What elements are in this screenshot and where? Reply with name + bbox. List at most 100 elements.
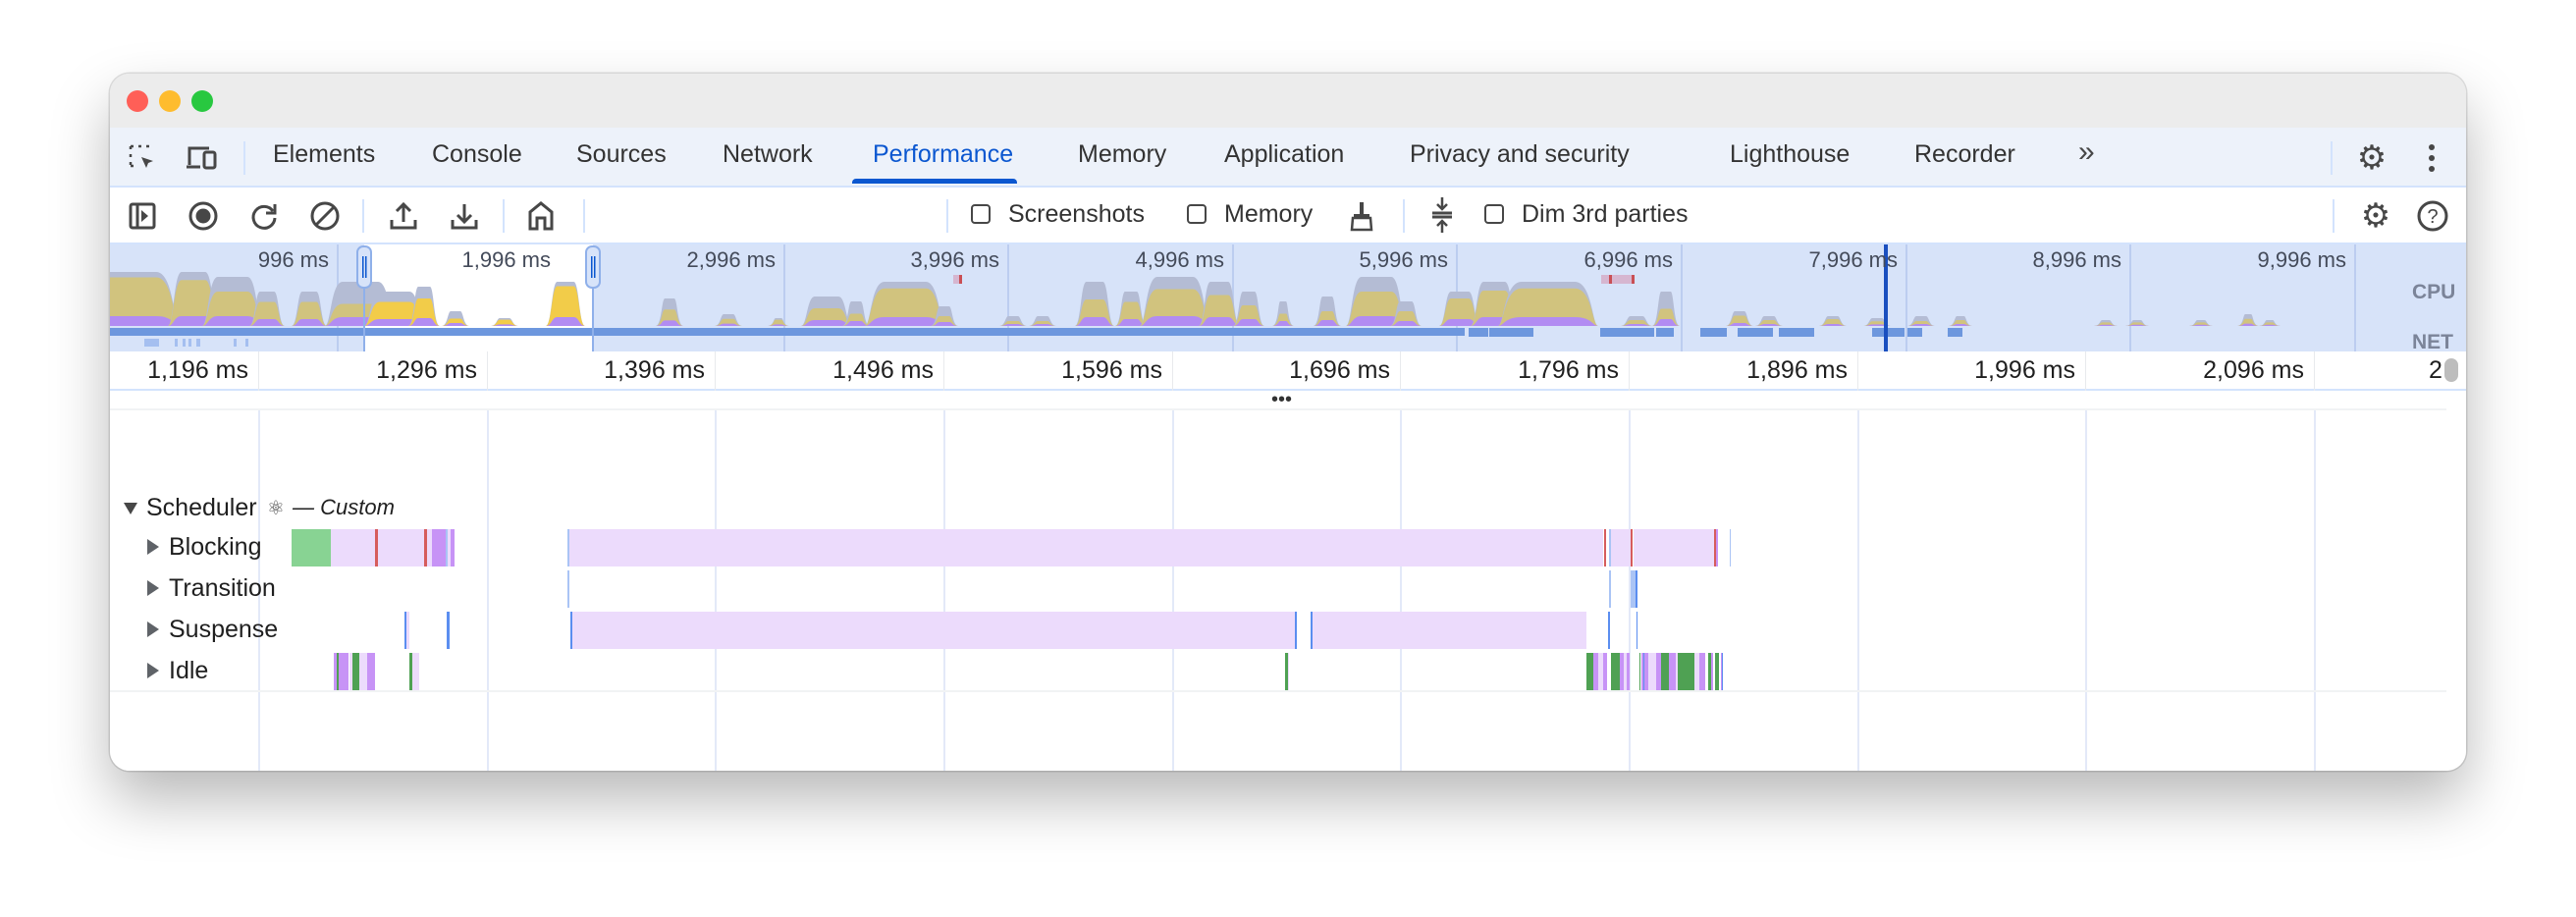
transition-event-bar[interactable] (567, 570, 569, 608)
suspense-event-bar[interactable] (447, 612, 450, 649)
minimize-window-button[interactable] (159, 90, 181, 112)
net-bar (1779, 328, 1814, 337)
idle-event-bar[interactable] (1586, 653, 1593, 690)
blocking-event-bar[interactable] (292, 529, 331, 566)
tab-memory[interactable]: Memory (1078, 140, 1166, 169)
blocking-event-bar[interactable] (1716, 529, 1718, 566)
idle-event-bar[interactable] (409, 653, 412, 690)
overview-grid-line (2354, 244, 2356, 351)
close-window-button[interactable] (127, 90, 148, 112)
net-bar (1600, 328, 1654, 337)
tab-privacy-and-security[interactable]: Privacy and security (1410, 140, 1630, 169)
blocking-event-bar[interactable] (451, 529, 455, 566)
idle-event-bar[interactable] (1288, 653, 1289, 690)
load-profile-upload-icon[interactable] (387, 199, 420, 233)
settings-gear-icon[interactable]: ⚙ (2354, 140, 2389, 176)
dim-3rd-parties-checkbox[interactable] (1484, 204, 1504, 224)
idle-event-bar[interactable] (1627, 653, 1630, 690)
tab-application[interactable]: Application (1224, 140, 1344, 169)
idle-event-bar[interactable] (1715, 653, 1719, 690)
blocking-event-bar[interactable] (424, 529, 427, 566)
blocking-event-bar[interactable] (1730, 529, 1731, 566)
idle-event-bar[interactable] (352, 653, 359, 690)
net-bar (110, 328, 1465, 336)
save-profile-download-icon[interactable] (448, 199, 481, 233)
capture-settings-gear-icon[interactable]: ⚙ (2358, 198, 2393, 234)
suspense-event-bar[interactable] (1295, 612, 1297, 649)
tab-recorder[interactable]: Recorder (1914, 140, 2015, 169)
idle-event-bar[interactable] (1611, 653, 1620, 690)
idle-event-bar[interactable] (337, 653, 339, 690)
horizontal-scrollbar-thumb[interactable] (2444, 358, 2458, 382)
suspense-event-bar[interactable] (1313, 612, 1586, 649)
selection-handle-grip (362, 256, 364, 278)
blocking-event-bar[interactable] (1611, 529, 1631, 566)
screenshots-checkbox[interactable] (971, 204, 991, 224)
idle-event-bar[interactable] (1603, 653, 1607, 690)
toggle-sidebar-icon[interactable] (126, 199, 159, 233)
idle-event-bar[interactable] (1661, 653, 1669, 690)
track-grid-line (2085, 410, 2087, 771)
expand-triangle-icon[interactable] (147, 663, 159, 678)
tab-elements[interactable]: Elements (273, 140, 375, 169)
idle-event-bar[interactable] (1648, 653, 1656, 690)
expand-triangle-icon[interactable] (147, 621, 159, 637)
collapse-tracks-icon[interactable] (1425, 195, 1459, 235)
suspense-event-bar[interactable] (570, 612, 1295, 649)
track-label-blocking[interactable]: Blocking (169, 533, 262, 562)
blocking-event-bar[interactable] (567, 529, 1603, 566)
home-icon[interactable] (524, 199, 558, 233)
dim-3rd-parties-label: Dim 3rd parties (1522, 200, 1689, 229)
idle-event-bar[interactable] (1722, 653, 1723, 690)
track-label-transition[interactable]: Transition (169, 574, 276, 603)
idle-event-bar[interactable] (359, 653, 367, 690)
blocking-event-bar[interactable] (1604, 529, 1606, 566)
scheduler-group-label[interactable]: Scheduler (146, 494, 257, 522)
tab-performance[interactable]: Performance (873, 140, 1013, 169)
tab-console[interactable]: Console (432, 140, 522, 169)
more-options-kebab-icon[interactable] (2417, 140, 2446, 176)
reload-and-record-icon[interactable] (247, 199, 281, 233)
zoom-window-button[interactable] (191, 90, 213, 112)
blocking-event-bar[interactable] (1631, 529, 1633, 566)
transition-event-bar[interactable] (1636, 570, 1637, 608)
help-icon[interactable]: ? (2415, 198, 2450, 234)
blocking-event-bar[interactable] (1634, 529, 1714, 566)
resize-handle-dots[interactable]: ••• (1271, 392, 1292, 407)
blocking-event-bar[interactable] (375, 529, 378, 566)
tab-sources[interactable]: Sources (576, 140, 667, 169)
memory-checkbox[interactable] (1187, 204, 1207, 224)
transition-event-bar[interactable] (1609, 570, 1611, 608)
select-element-icon[interactable] (126, 141, 159, 175)
idle-event-bar[interactable] (1639, 653, 1640, 690)
device-toolbar-icon[interactable] (185, 141, 220, 175)
collapse-triangle-icon[interactable] (124, 503, 137, 514)
idle-event-bar[interactable] (1678, 653, 1694, 690)
clear-icon[interactable] (308, 199, 342, 233)
blocking-event-bar[interactable] (446, 529, 448, 566)
track-label-idle[interactable]: Idle (169, 657, 208, 685)
garbage-collect-broom-icon[interactable] (1345, 199, 1378, 233)
blocking-event-bar[interactable] (432, 529, 447, 566)
track-grid-line (487, 410, 489, 771)
suspense-event-bar[interactable] (1608, 612, 1610, 649)
ruler-tick-label: 1,196 ms (110, 356, 248, 385)
suspense-event-bar[interactable] (570, 612, 572, 649)
expand-triangle-icon[interactable] (147, 539, 159, 555)
timeline-overview[interactable]: 996 ms1,996 ms2,996 ms3,996 ms4,996 ms5,… (110, 244, 2466, 351)
more-tabs-chevron-icon[interactable]: » (2078, 135, 2095, 169)
idle-event-bar[interactable] (1699, 653, 1705, 690)
track-label-suspense[interactable]: Suspense (169, 616, 278, 644)
track-grid-line (1857, 410, 1859, 771)
idle-event-bar[interactable] (367, 653, 375, 690)
record-icon[interactable] (187, 199, 220, 233)
idle-event-bar[interactable] (1669, 653, 1676, 690)
tab-network[interactable]: Network (723, 140, 813, 169)
selection-handle (357, 246, 371, 288)
suspense-event-bar[interactable] (404, 612, 406, 649)
idle-event-bar[interactable] (1711, 653, 1713, 690)
blocking-event-bar[interactable] (567, 529, 569, 566)
svg-text:?: ? (2427, 206, 2438, 228)
tab-lighthouse[interactable]: Lighthouse (1730, 140, 1850, 169)
expand-triangle-icon[interactable] (147, 580, 159, 596)
